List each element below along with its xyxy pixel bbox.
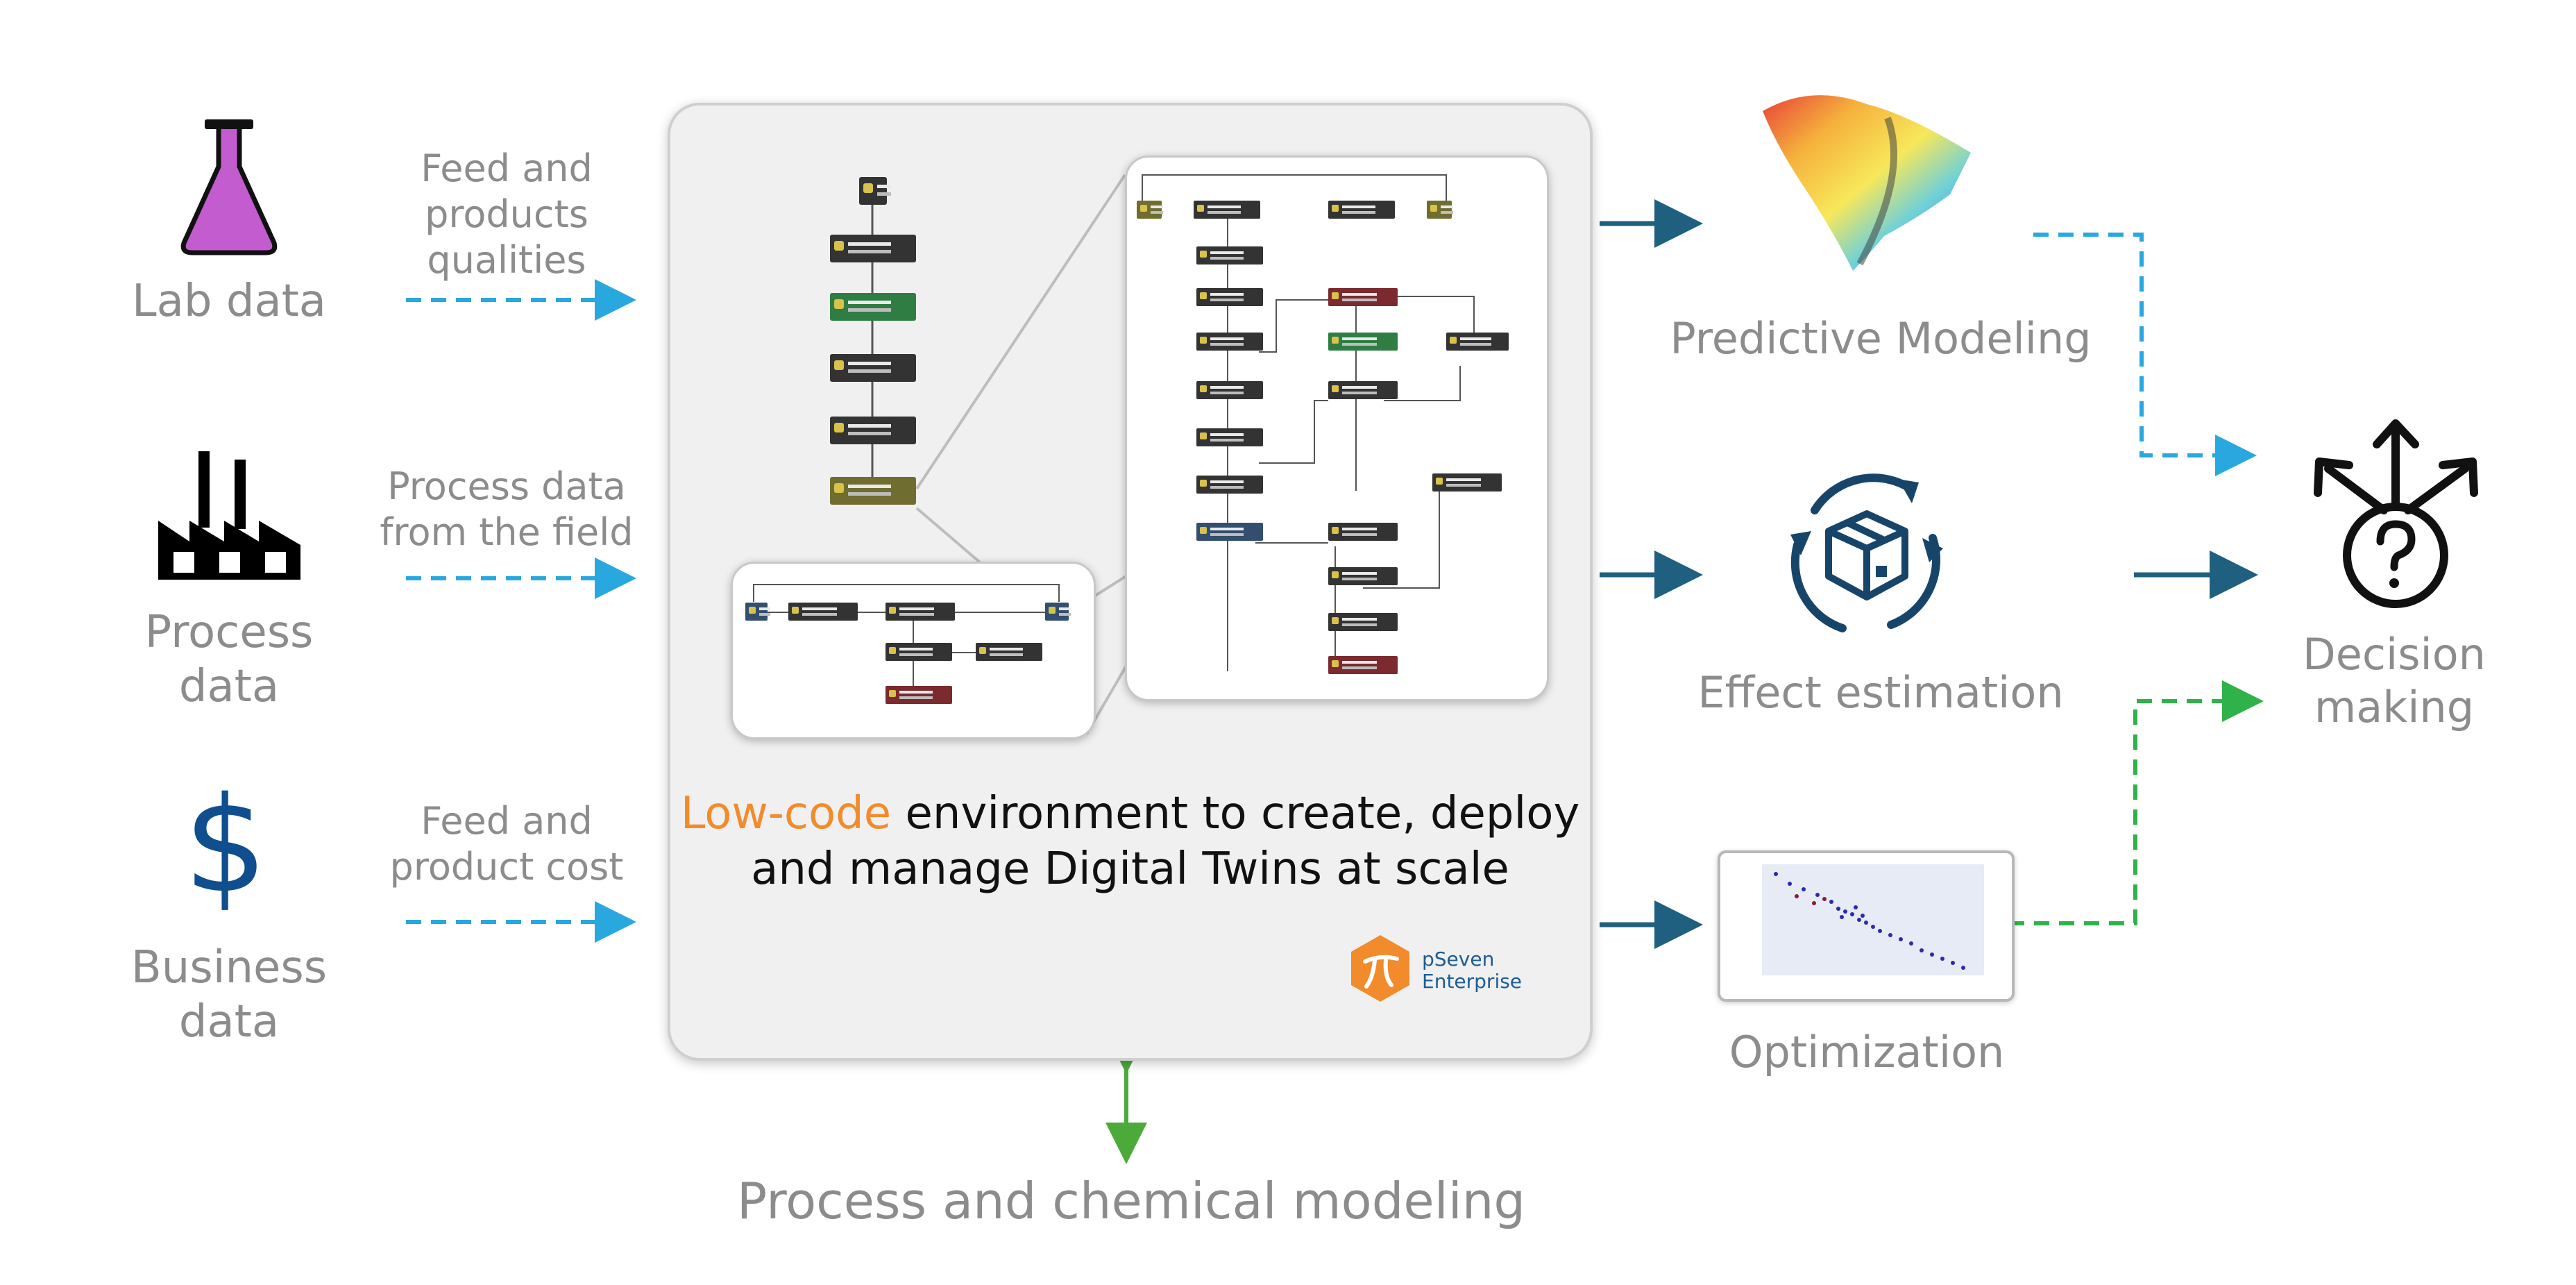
workflow-block[interactable] (1328, 333, 1398, 351)
workflow-block[interactable] (1196, 246, 1263, 264)
workflow-block[interactable] (1196, 476, 1263, 494)
workflow-block[interactable] (1328, 288, 1398, 306)
caption-accent: Low-code (680, 788, 892, 839)
workflow-block[interactable] (1196, 523, 1263, 541)
bottom-label: Process and chemical modeling (736, 1172, 1526, 1230)
center-caption: Low-code environment to create, deploy a… (670, 786, 1590, 897)
workflow-block[interactable] (1328, 656, 1398, 674)
process-title-line-1: Process (144, 607, 314, 658)
workflow-block[interactable] (1196, 428, 1263, 446)
workflow-block[interactable] (745, 603, 770, 621)
lab-label-line-3: qualities (427, 238, 586, 282)
factory-icon (158, 451, 300, 580)
business-label-line-1: Feed and (421, 799, 593, 843)
lab-data-arrow-label: Feed and products qualities (389, 146, 625, 283)
center-caption-line-1: Low-code environment to create, deploy (670, 786, 1590, 841)
lab-label-line-2: products (425, 192, 588, 236)
optimization-title: Optimization (1729, 1027, 2005, 1077)
workflow-block[interactable] (830, 235, 916, 262)
workflow-block[interactable] (886, 686, 952, 704)
business-data-arrow-label: Feed and product cost (389, 798, 625, 890)
decision-title-line-2: making (2314, 682, 2475, 732)
workflow-block[interactable] (830, 477, 916, 505)
workflow-block[interactable] (1427, 201, 1453, 219)
workflow-block[interactable] (1328, 523, 1398, 541)
process-title-line-2: data (178, 661, 280, 712)
zoomed-optimizer-window (731, 562, 1096, 739)
zoomed-workflow-window (1125, 156, 1549, 701)
workflow-block[interactable] (1328, 201, 1395, 219)
workflow-block[interactable] (1432, 473, 1502, 492)
workflow-block[interactable] (1446, 333, 1509, 351)
business-label-line-2: product cost (389, 845, 624, 889)
workflow-block[interactable] (830, 354, 916, 382)
lab-data-title: Lab data (132, 276, 326, 327)
brand-sub: Enterprise (1422, 970, 1523, 993)
workflow-block[interactable] (1137, 201, 1163, 219)
process-label-line-1: Process data (387, 464, 626, 508)
optimization-to-decision-arrow (2009, 680, 2264, 925)
center-panel: Low-code environment to create, deploy a… (668, 103, 1593, 1061)
business-title-line-2: data (178, 996, 280, 1048)
workflow-block[interactable] (1196, 333, 1263, 351)
scatter-icon (1762, 864, 1984, 975)
process-data-title: Process data (118, 605, 340, 714)
process-data-arrow-label: Process data from the field (375, 464, 638, 555)
workflow-block[interactable] (830, 293, 916, 321)
workflow-block[interactable] (1328, 613, 1398, 631)
predictive-to-decision-arrow (2033, 233, 2257, 476)
workflow-block[interactable] (830, 417, 916, 444)
optimization-plot-thumbnail (1718, 850, 2015, 1002)
decision-title-line-1: Decision (2303, 629, 2486, 680)
workflow-block[interactable] (976, 643, 1042, 661)
svg-text:$: $ (187, 776, 264, 915)
workflow-block[interactable] (1196, 288, 1263, 306)
workflow-block[interactable] (886, 643, 952, 661)
workflow-block[interactable] (1328, 567, 1398, 585)
effect-estimation-title: Effect estimation (1697, 667, 2064, 718)
decision-making-title: Decision making (2242, 628, 2547, 734)
workflow-block[interactable] (1194, 201, 1260, 219)
decision-icon (2314, 419, 2478, 608)
workflow-input-block[interactable] (859, 177, 891, 205)
process-label-line-2: from the field (380, 510, 634, 554)
surface-plot-icon (1763, 95, 1971, 271)
workflow-block[interactable] (1328, 381, 1398, 399)
brand-name: pSeven (1422, 948, 1495, 971)
box-cycle-icon (1790, 473, 1943, 632)
lab-label-line-1: Feed and (421, 146, 593, 190)
workflow-block[interactable] (788, 603, 858, 621)
workflow-block[interactable] (886, 603, 955, 621)
business-data-title: Business data (118, 941, 340, 1049)
dollar-icon: $ (187, 776, 264, 915)
predictive-modeling-title: Predictive Modeling (1670, 313, 2092, 364)
workflow-block[interactable] (1196, 381, 1263, 399)
center-caption-line-2: and manage Digital Twins at scale (751, 843, 1509, 895)
flask-icon (180, 119, 278, 255)
business-title-line-1: Business (130, 942, 328, 993)
pseven-logo: pSeven Enterprise (1346, 934, 1522, 1010)
caption-rest: environment to create, deploy (891, 788, 1580, 839)
pseven-logo-mark (1351, 935, 1409, 1002)
workflow-block[interactable] (1045, 603, 1071, 621)
